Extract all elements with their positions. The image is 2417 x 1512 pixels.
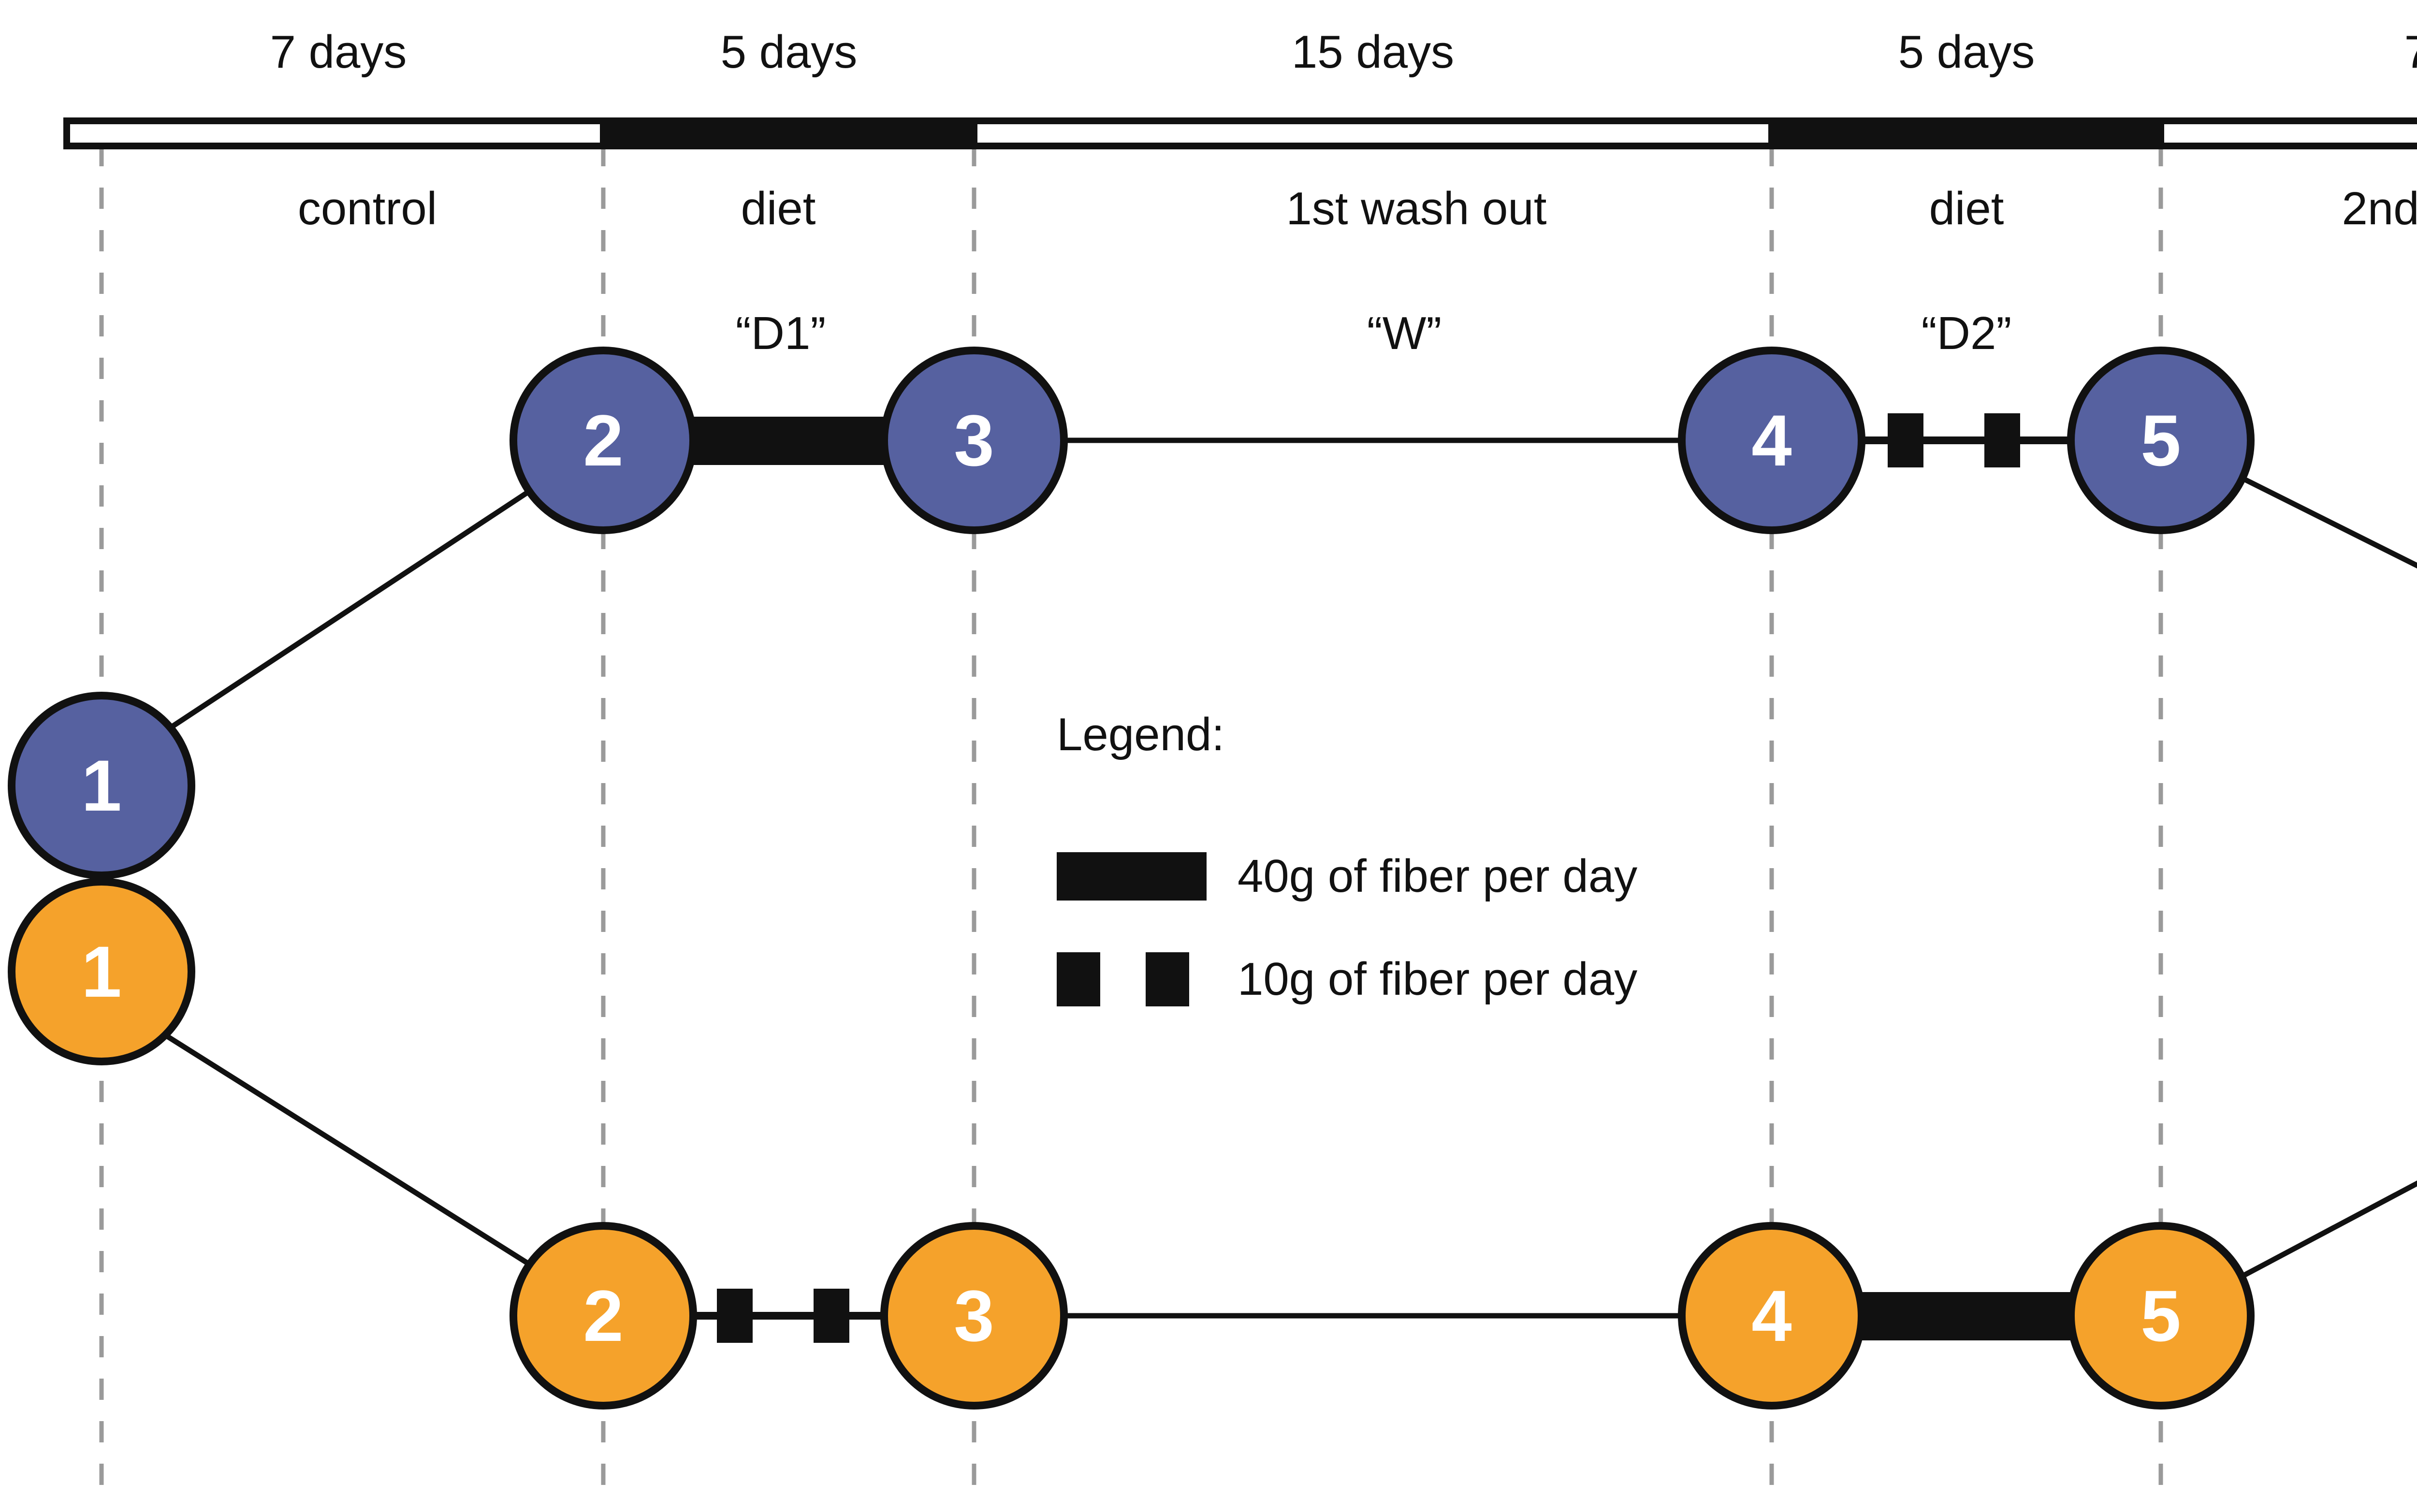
phase-label-control: control	[297, 183, 437, 234]
link-orange-2-3-dashed	[686, 1289, 894, 1343]
node-orange-4[interactable]	[1678, 1222, 1865, 1410]
node-blue-3[interactable]	[880, 347, 1068, 534]
code-label-w: “W”	[1367, 307, 1442, 359]
duration-label-p5: 7 days	[2404, 26, 2417, 79]
arm-blue-nodes	[8, 347, 2255, 879]
duration-label-p3: 15 days	[1291, 26, 1455, 78]
arm-blue-links	[143, 413, 2417, 747]
link-blue-4-5-block-2	[1984, 413, 2020, 467]
duration-label-p2: 5 days	[720, 26, 858, 78]
link-orange-2-3-block-2	[814, 1289, 849, 1343]
node-orange-2-label: 2	[583, 1275, 624, 1356]
link-orange-2-3-block-1	[717, 1289, 753, 1343]
timeline-segment-washout2	[2157, 117, 2417, 149]
legend-dashed-swatch-1	[1057, 952, 1100, 1006]
timeline-segment-control	[63, 117, 607, 149]
code-label-d1: “D1”	[735, 307, 826, 359]
timeline-segment-diet1	[600, 117, 977, 149]
phase-label-diet1: diet	[741, 183, 816, 234]
duration-label-p1: 7 days	[270, 26, 407, 78]
node-blue-2-label: 2	[583, 400, 624, 481]
node-orange-4-label: 4	[1751, 1275, 1792, 1356]
link-orange-4-5-thick	[1847, 1292, 2088, 1340]
duration-label-p4: 5 days	[1898, 26, 2035, 78]
node-blue-1[interactable]	[8, 692, 195, 879]
node-blue-4[interactable]	[1678, 347, 1865, 534]
node-blue-1-label: 1	[81, 745, 122, 826]
node-blue-4-label: 4	[1751, 400, 1792, 481]
node-orange-5-label: 5	[2140, 1275, 2181, 1356]
arm-orange-links	[144, 1020, 2417, 1343]
legend-swatches	[1057, 852, 1207, 1006]
code-label-d2: “D2”	[1921, 307, 2012, 359]
legend-solid-swatch	[1057, 852, 1207, 901]
link-blue-1-2	[143, 471, 558, 747]
phase-label-diet2: diet	[1929, 183, 2004, 234]
node-blue-2[interactable]	[510, 347, 697, 534]
legend-title: Legend:	[1057, 709, 1225, 760]
timeline-segment-diet2	[1768, 117, 2164, 149]
node-orange-5[interactable]	[2067, 1222, 2255, 1410]
phase-label-washout1: 1st wash out	[1286, 183, 1547, 234]
node-orange-2[interactable]	[510, 1222, 697, 1410]
timeline-bar	[63, 117, 2417, 149]
link-blue-4-5-block-1	[1888, 413, 1923, 467]
node-blue-5-label: 5	[2140, 400, 2181, 481]
link-orange-5-6	[2232, 1180, 2417, 1283]
legend-item-thick-label: 40g of fiber per day	[1238, 850, 1638, 902]
node-orange-3[interactable]	[880, 1222, 1068, 1410]
node-blue-5[interactable]	[2067, 347, 2255, 534]
node-blue-3-label: 3	[954, 400, 994, 481]
link-blue-2-3-thick	[677, 417, 904, 465]
legend-dashed-swatch-2	[1146, 952, 1189, 1006]
node-orange-3-label: 3	[954, 1275, 994, 1356]
link-orange-1-2	[144, 1020, 557, 1283]
arm-orange-nodes	[8, 878, 2255, 1410]
link-blue-5-6	[2232, 471, 2417, 569]
node-orange-1[interactable]	[8, 878, 195, 1065]
node-orange-1-label: 1	[81, 931, 122, 1012]
link-blue-4-5-dashed	[1861, 413, 2074, 467]
legend-item-dashed-label: 10g of fiber per day	[1238, 953, 1638, 1005]
phase-label-washout2: 2nd wash out	[2342, 183, 2417, 234]
timeline-segment-washout1	[971, 117, 1775, 149]
